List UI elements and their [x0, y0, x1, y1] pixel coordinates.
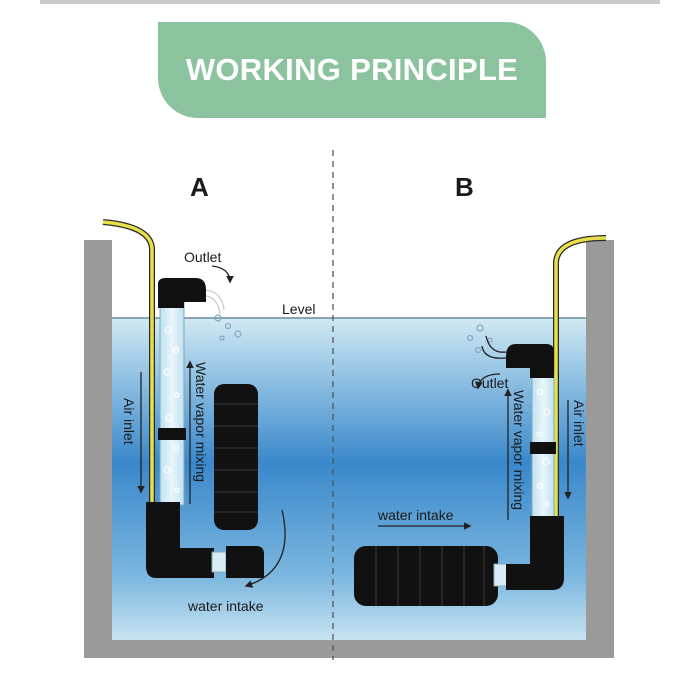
outlet-elbow-b: [506, 344, 554, 378]
water-intake-label-b: water intake: [377, 507, 454, 523]
tank-right-wall: [586, 240, 614, 658]
bubbles-a: [163, 314, 242, 493]
vapor-label-a: Water vapor mixing: [193, 362, 209, 482]
connector-pipe-a: [211, 551, 227, 573]
panel-a-letter: A: [190, 172, 209, 202]
bubbles-b: [466, 324, 551, 507]
air-tube-b: [554, 236, 607, 520]
lift-tube: [159, 299, 185, 506]
air-inlet-label-b: Air inlet: [571, 400, 587, 447]
panel-b: B Outlet Water vapor mixing Air inlet wa…: [354, 172, 607, 606]
vapor-label-b: Water vapor mixing: [511, 390, 527, 510]
panel-a: A Outlet Level Air inlet Water vapor mix…: [102, 172, 315, 614]
water-intake-label-a: water intake: [187, 598, 264, 614]
sponge-filter-a: [214, 384, 258, 530]
sponge-base-a: [226, 546, 264, 578]
outlet-elbow-a: [158, 278, 206, 308]
tank-bottom: [84, 640, 614, 658]
panel-b-letter: B: [455, 172, 474, 202]
bottom-elbow-b: [506, 516, 564, 590]
tank: [84, 240, 614, 658]
bottom-elbow-a: [146, 502, 214, 578]
water-intake-arrow-a: [244, 509, 286, 588]
outlet-label-b: Outlet: [471, 375, 508, 391]
top-strip: [40, 0, 660, 4]
tube-connector-a: [158, 428, 186, 440]
air-inlet-label-a: Air inlet: [121, 398, 137, 445]
outlet-arrow-b: [475, 373, 501, 390]
air-tube: [102, 220, 154, 505]
level-label: Level: [282, 301, 315, 317]
title-banner: WORKING PRINCIPLE: [158, 22, 546, 118]
page-title: WORKING PRINCIPLE: [185, 52, 519, 87]
outlet-flow-a: [205, 289, 225, 311]
tube-connector-b: [530, 442, 556, 454]
outlet-flow-b: [485, 335, 507, 353]
sponge-filter-b: [354, 546, 498, 606]
outlet-arrow-a: [211, 265, 234, 284]
connector-pipe-b: [493, 563, 509, 587]
tank-left-wall: [84, 240, 112, 658]
outlet-label-a: Outlet: [184, 249, 221, 265]
